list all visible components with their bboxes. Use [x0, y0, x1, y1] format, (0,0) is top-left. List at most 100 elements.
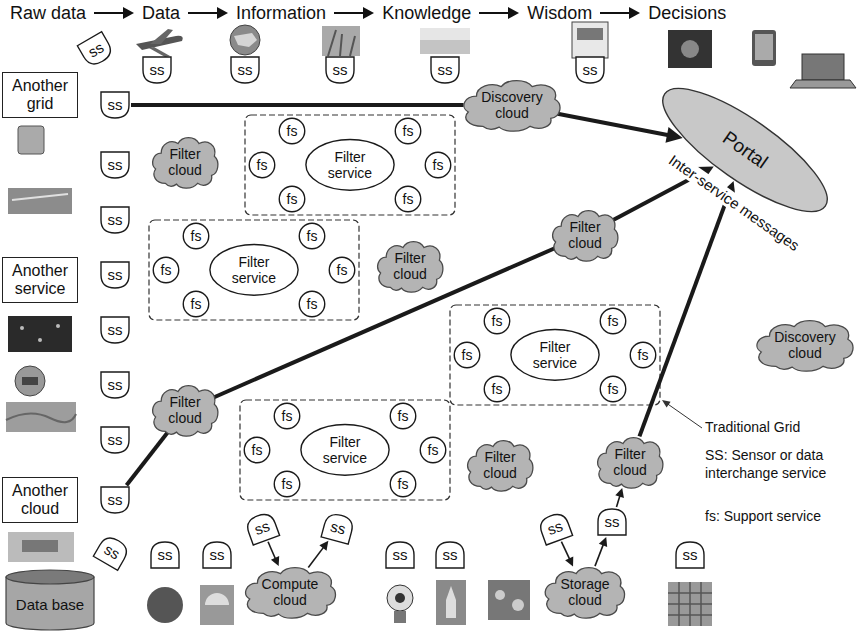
node-label: Filter cloud: [568, 219, 601, 251]
node-label: ss: [210, 546, 225, 563]
connector: [308, 541, 328, 568]
support-service: fs: [249, 152, 275, 178]
group-frame: [450, 305, 660, 405]
node-label: fs: [191, 228, 202, 244]
bottom-icons: [147, 580, 712, 626]
airplane-icon: [136, 29, 183, 57]
node-label: fs: [492, 313, 503, 329]
sensor-service: ss: [243, 510, 281, 547]
sensor-service: ss: [320, 511, 356, 546]
node-label: Filter cloud: [483, 449, 516, 481]
device-icons: [668, 30, 856, 88]
flow-row: Raw data Data Information Knowledge Wisd…: [10, 3, 726, 24]
sensor-service: ss: [92, 532, 132, 571]
stage-label: Data: [142, 3, 180, 24]
sensor-service: ss: [76, 30, 116, 69]
sensor-service: ss: [100, 371, 130, 399]
cloud-service: Filter cloud: [150, 382, 220, 438]
node-label: Discovery cloud: [481, 89, 542, 121]
sensor-service: ss: [385, 541, 415, 569]
stage-label: Raw data: [10, 3, 86, 24]
support-service: fs: [299, 223, 325, 249]
node-label: Another grid: [7, 77, 73, 114]
node-label: Filter service: [533, 339, 577, 371]
sensor-service: ss: [100, 316, 130, 344]
support-service: fs: [329, 257, 355, 283]
node-label: fs: [428, 442, 439, 458]
node-label: fs: [608, 313, 619, 329]
filter-service: Filter service: [300, 424, 390, 476]
stage-label: Knowledge: [382, 3, 471, 24]
node-label: ss: [150, 61, 165, 78]
cloud-service: Filter cloud: [550, 207, 620, 263]
node-label: Discovery cloud: [774, 329, 835, 361]
node-label: fs: [398, 476, 409, 492]
source-box: Another service: [2, 257, 78, 304]
photo-icon: [322, 26, 360, 56]
node-label: fs: [337, 262, 348, 278]
machine-icon: [572, 22, 608, 58]
support-service: fs: [183, 291, 209, 317]
filter-service: Filter service: [305, 139, 395, 191]
filter-service: Filter service: [209, 244, 299, 296]
sensor-service: ss: [100, 206, 130, 234]
node-label: ss: [108, 96, 123, 113]
node-label: fs: [462, 347, 473, 363]
label-holder: SS: Sensor or data interchange service: [705, 447, 840, 482]
map-icon: [230, 25, 260, 55]
node-label: Another service: [7, 262, 73, 299]
filter-service: Filter service: [510, 329, 600, 381]
stage-label: Decisions: [648, 3, 726, 24]
node-label: ss: [683, 546, 698, 563]
node-label: Filter service: [328, 149, 372, 181]
connector: [595, 537, 607, 566]
node-label: ss: [238, 61, 253, 78]
cloud-service: Compute cloud: [242, 564, 338, 620]
support-service: fs: [390, 471, 416, 497]
support-service: fs: [274, 471, 300, 497]
connector: [131, 104, 464, 105]
support-service: fs: [279, 118, 305, 144]
node-label: ss: [108, 211, 123, 228]
node-label: fs: [161, 262, 172, 278]
cloud-service: Filter cloud: [375, 238, 445, 294]
sensor-service: ss: [435, 541, 465, 569]
arrow-head: [271, 556, 279, 566]
node-label: fs: [403, 191, 414, 207]
support-service: fs: [299, 291, 325, 317]
node-label: ss: [438, 61, 453, 78]
node-label: Another cloud: [7, 482, 73, 519]
arrow-head: [599, 537, 607, 547]
node-label: fs: [492, 381, 503, 397]
stage-label: Information: [236, 3, 326, 24]
stage-label: Wisdom: [527, 3, 592, 24]
node-label: fs: [433, 157, 444, 173]
support-service: fs: [274, 403, 300, 429]
group-frame: [149, 220, 359, 320]
sensor-service: ss: [597, 508, 627, 536]
support-service: fs: [390, 403, 416, 429]
connector-line: [268, 542, 276, 560]
node-label: ss: [333, 61, 348, 78]
sensor-service: ss: [430, 56, 460, 84]
cloud-service: Discovery cloud: [753, 317, 856, 373]
support-service: fs: [153, 257, 179, 283]
connector-line: [131, 103, 464, 107]
node-label: fs: [307, 228, 318, 244]
cloud-service: Filter cloud: [595, 434, 665, 490]
support-service: fs: [484, 308, 510, 334]
database-cylinder: Data base: [5, 569, 95, 631]
node-label: Storage cloud: [560, 576, 609, 608]
leader-line: [667, 404, 702, 429]
landscape-icon: [420, 28, 470, 54]
node-label: ss: [443, 546, 458, 563]
connector-line: [558, 114, 671, 136]
node-label: fs: [282, 476, 293, 492]
leader-head: [662, 400, 671, 408]
sensor-service: ss: [100, 426, 130, 454]
node-label: fs: [282, 408, 293, 424]
cloud-service: Discovery cloud: [460, 77, 563, 133]
node-label: Filter service: [323, 434, 367, 466]
